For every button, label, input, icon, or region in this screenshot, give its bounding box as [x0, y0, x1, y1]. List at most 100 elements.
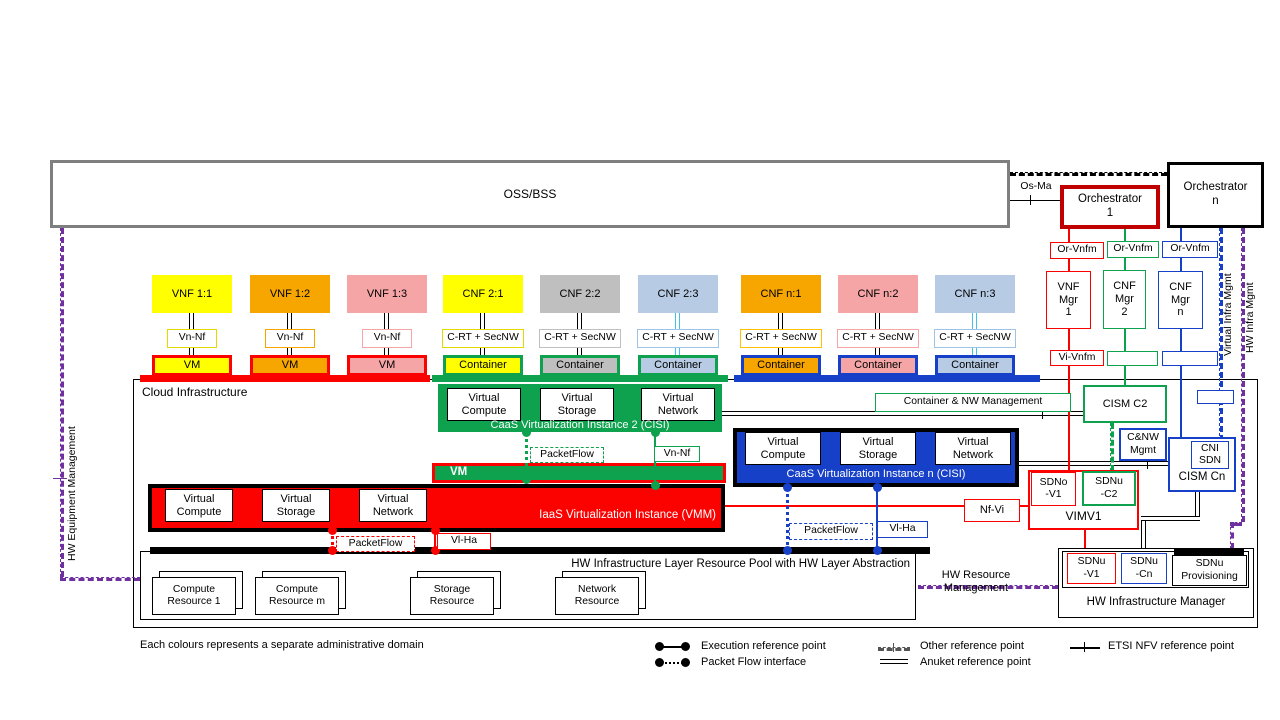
- storage-resource: Storage Resource: [410, 577, 494, 615]
- vm-box-3: VM: [347, 355, 427, 376]
- iaas-vl-ha-label: Vl-Ha: [437, 533, 491, 550]
- nf-box-cnf-n-1: CNF n:1: [741, 275, 821, 313]
- container-box-3: Container: [638, 355, 718, 376]
- vm-box-1: VM: [152, 355, 232, 376]
- dot: [651, 428, 660, 437]
- iaas-packetflow-line: [331, 531, 334, 551]
- virtual-infra-mgmt-label: Virtual Infra Mgmt: [1222, 273, 1234, 357]
- hw-infra-mgmt-label: HW Infra Mgmt: [1244, 282, 1256, 354]
- legend-execution: Execution reference point: [701, 639, 826, 652]
- nf-box-vnf-1-2: VNF 1:2: [250, 275, 330, 313]
- cnf-mgr-2-box: CNF Mgr 2: [1103, 270, 1146, 329]
- iaas-virtual-network: Virtual Network: [359, 489, 427, 522]
- container-box-5: Container: [838, 355, 918, 376]
- caas2-vn-nf-label: Vn-Nf: [654, 446, 700, 462]
- os-ma-label: Os-Ma: [1020, 180, 1052, 192]
- iaas-domain-bar: [140, 375, 430, 382]
- sdnu-cn-box: SDNu -Cn: [1121, 553, 1167, 584]
- hw-equipment-mgmt-label: HW Equipment Management: [66, 426, 78, 562]
- ref-crt-secnw-4: C-RT + SecNW: [740, 329, 822, 348]
- os-ma-etsi-tick: [1030, 195, 1031, 205]
- hw-equipment-mgmt-line-horizontal: [60, 577, 140, 581]
- nf-vi-label: Nf-Vi: [964, 499, 1020, 522]
- ref-vn-nf-1: Vn-Nf: [167, 329, 217, 348]
- vm-bar: [432, 463, 726, 483]
- packet-flow-symbol-line: [661, 662, 683, 664]
- iaas-virtual-compute: Virtual Compute: [165, 489, 233, 522]
- anuket-symbol: [880, 659, 908, 664]
- hw-abstraction-bar: [150, 547, 930, 554]
- nf-box-cnf-n-2: CNF n:2: [838, 275, 918, 313]
- orchestratorn-to-cismcn-blue-line: [1180, 228, 1182, 437]
- compute-resource-m: Compute Resource m: [255, 577, 339, 615]
- cism-c2-box: CISM C2: [1083, 385, 1167, 423]
- execution-symbol-line: [659, 646, 685, 648]
- hw-infra-manager-label: HW Infrastructure Manager: [1086, 596, 1226, 609]
- container-box-2: Container: [540, 355, 620, 376]
- sdnu-provisioning-box: SDNu Provisioning: [1172, 555, 1247, 586]
- caasn-domain-bar: [734, 375, 1040, 382]
- container-box-4: Container: [741, 355, 821, 376]
- cnw-mgmt-box: C&NW Mgmt: [1119, 428, 1167, 461]
- vi-vnfm-green-empty-box: [1107, 351, 1158, 366]
- nf-box-cnf-2-2: CNF 2:2: [540, 275, 620, 313]
- nf-box-vnf-1-3: VNF 1:3: [347, 275, 427, 313]
- dot: [873, 546, 882, 555]
- ref-crt-secnw-1: C-RT + SecNW: [442, 329, 524, 348]
- cloud-infrastructure-title: Cloud Infrastructure: [142, 385, 248, 400]
- ref-crt-secnw-3: C-RT + SecNW: [637, 329, 719, 348]
- orchestrator-1-box: Orchestrator 1: [1060, 185, 1160, 229]
- cismcn-to-sdnucn-line: [1141, 521, 1146, 554]
- caasn-packetflow-line: [786, 487, 789, 551]
- vm-bar-label: VM: [450, 466, 468, 479]
- legend-admin-note: Each colours represents a separate admin…: [140, 638, 424, 651]
- other-ref-symbol: [878, 647, 910, 651]
- caas2-virtual-compute: Virtual Compute: [447, 388, 521, 421]
- caasn-packetflow-label: PacketFlow: [789, 523, 873, 540]
- sdno-v1-box: SDNo -V1: [1031, 472, 1076, 506]
- cismc2-to-sdnuc2-dashed-line: [1110, 423, 1114, 471]
- dot: [328, 526, 337, 535]
- nf-box-cnf-2-3: CNF 2:3: [638, 275, 718, 313]
- sdnu-v1-box: SDNu -V1: [1067, 553, 1116, 584]
- orchestrator-n-box: Orchestrator n: [1167, 162, 1264, 228]
- nf-box-cnf-n-3: CNF n:3: [935, 275, 1015, 313]
- dot: [783, 546, 792, 555]
- dot: [873, 483, 882, 492]
- hw-equipment-mgmt-tick: [53, 478, 67, 479]
- ref-vn-nf-3: Vn-Nf: [362, 329, 412, 348]
- etsi-symbol-tick: [1084, 642, 1085, 652]
- compute-resource-1: Compute Resource 1: [152, 577, 236, 615]
- dot: [783, 483, 792, 492]
- nf-box-vnf-1-1: VNF 1:1: [152, 275, 232, 313]
- execution-symbol-dot: [681, 642, 690, 651]
- vimv1-to-sdnuv1-line: [1084, 530, 1086, 554]
- container-box-6: Container: [935, 355, 1015, 376]
- ref-crt-secnw-2: C-RT + SecNW: [539, 329, 621, 348]
- anuket-blue-etsi-tick: [1147, 458, 1148, 469]
- dot: [651, 481, 660, 490]
- nf-box-cnf-2-1: CNF 2:1: [443, 275, 523, 313]
- anuket-green-etsi-tick: [1042, 408, 1043, 419]
- vi-vnfm-label: Vi-Vnfm: [1050, 350, 1104, 366]
- packet-flow-symbol-dot: [655, 658, 664, 667]
- sdnu-c2-box: SDNu -C2: [1082, 471, 1136, 506]
- os-ma-line: [1010, 200, 1060, 201]
- caas2-packetflow-line: [525, 432, 528, 480]
- legend-other: Other reference point: [920, 639, 1024, 652]
- caas2-virtual-network: Virtual Network: [641, 388, 715, 421]
- container-box-1: Container: [443, 355, 523, 376]
- caas2-banner: CaaS Virtualization Instance 2 (CISI): [490, 419, 670, 432]
- vi-vnfm-blue-empty-box: [1162, 351, 1218, 366]
- caasn-virtual-compute: Virtual Compute: [745, 432, 821, 465]
- cni-sdn-box: CNI SDN: [1191, 441, 1229, 469]
- caasn-virtual-storage: Virtual Storage: [840, 432, 916, 465]
- caas2-domain-bar: [432, 375, 728, 382]
- oss-bss-box: OSS/BSS: [50, 160, 1010, 228]
- etsi-symbol-line: [1070, 647, 1100, 649]
- caasn-vl-ha-line: [876, 487, 878, 551]
- caas2-virtual-storage: Virtual Storage: [540, 388, 614, 421]
- packet-flow-symbol-dot: [681, 658, 690, 667]
- sdnu-provisioning-bar: [1174, 548, 1244, 555]
